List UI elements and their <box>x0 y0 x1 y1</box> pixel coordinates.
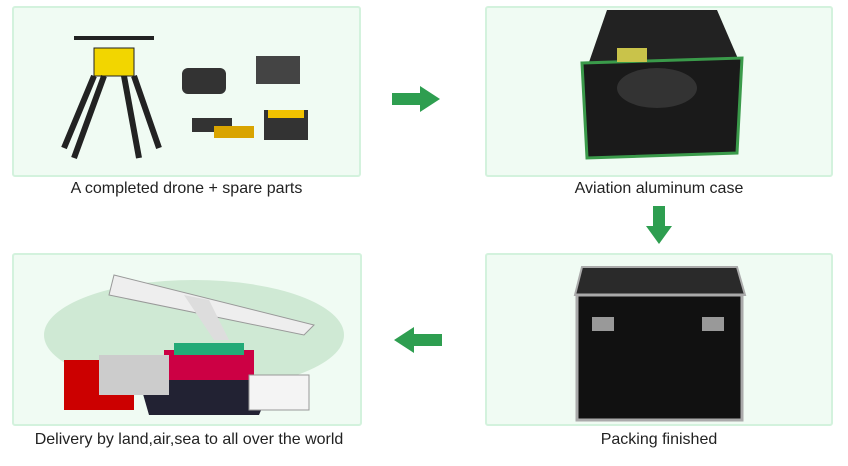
step-1-panel <box>12 6 361 177</box>
step-2-panel <box>485 6 833 177</box>
step-3-caption: Packing finished <box>600 431 718 448</box>
step-4-panel <box>12 253 362 426</box>
step-2-caption: Aviation aluminum case <box>574 180 744 197</box>
drone-and-parts-image <box>61 36 308 160</box>
global-delivery-image <box>44 274 344 415</box>
step-4-caption: Delivery by land,air,sea to all over the… <box>34 431 344 448</box>
step-3-panel <box>485 253 833 426</box>
open-aluminum-case-image <box>580 10 744 160</box>
step-1-caption: A completed drone + spare parts <box>70 180 303 197</box>
closed-case-image <box>573 266 747 422</box>
